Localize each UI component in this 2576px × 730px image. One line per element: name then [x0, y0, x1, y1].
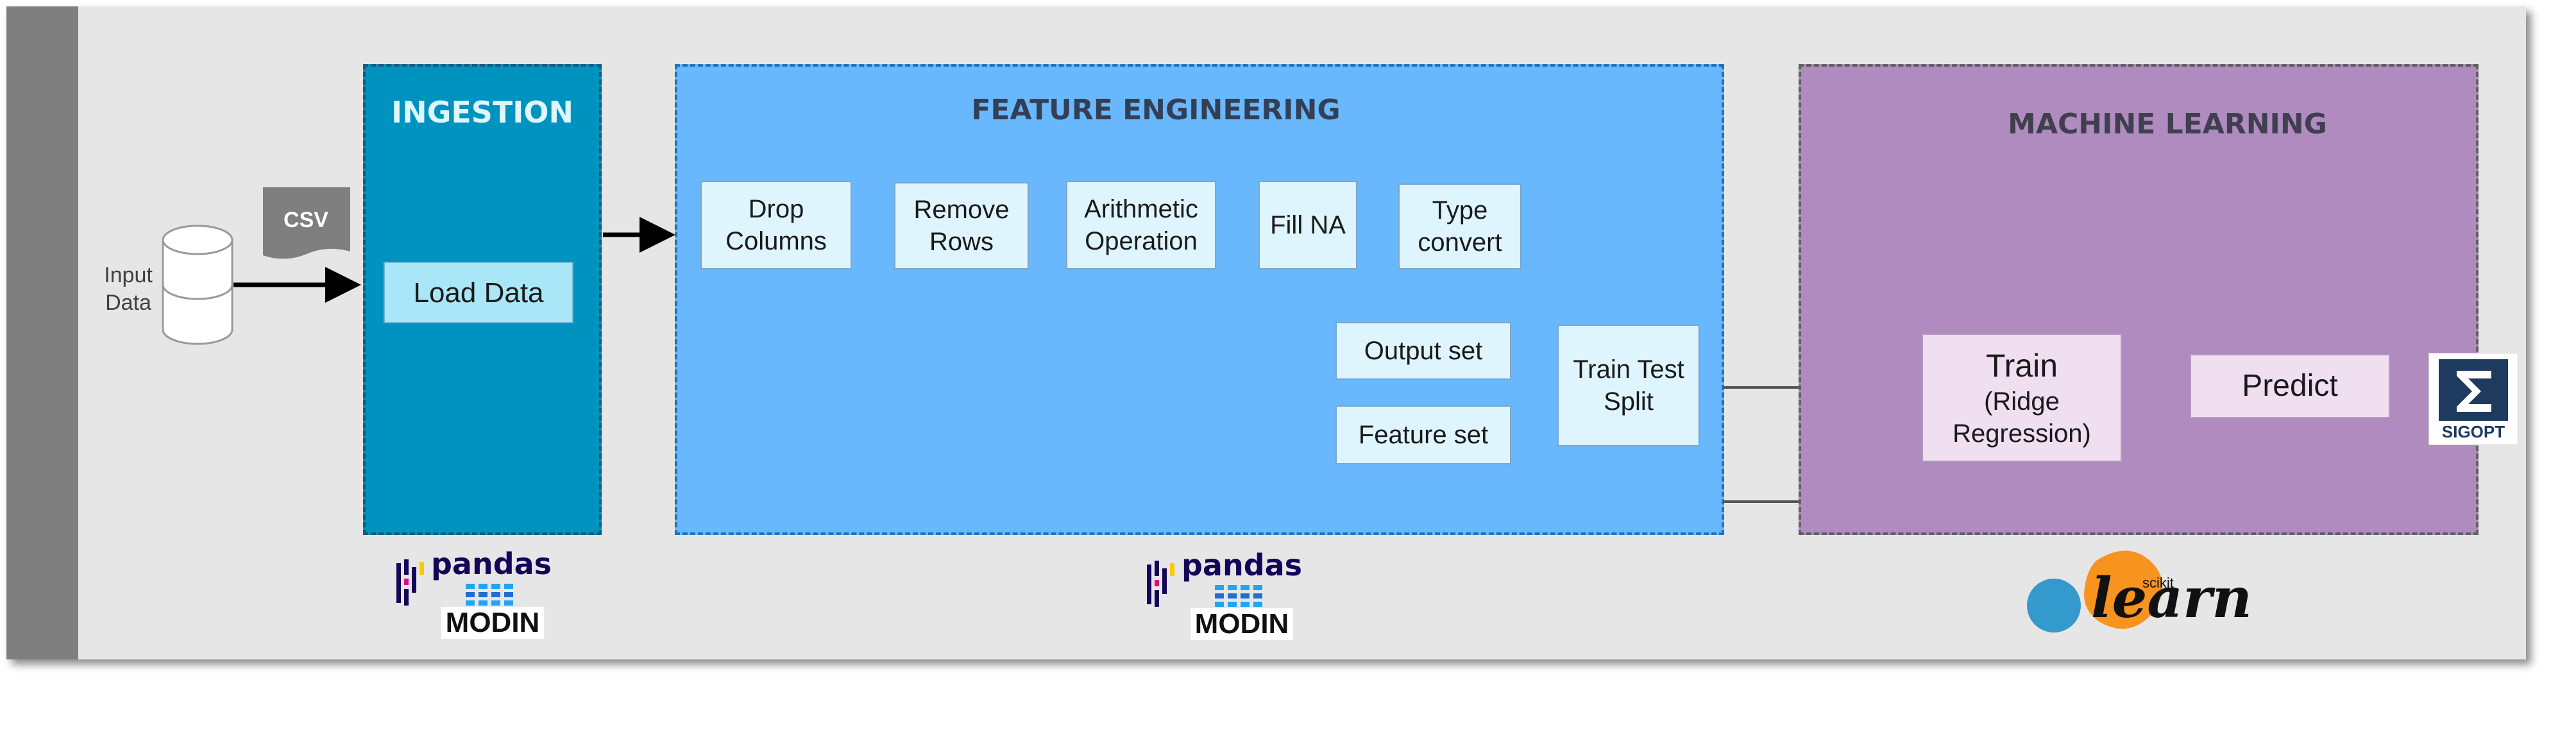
machine-learning-section: [1799, 64, 2479, 535]
machine-learning-title: MACHINE LEARNING: [2008, 108, 2327, 140]
modin-logo-icon: [466, 584, 513, 606]
step-type-convert: Type convert: [1398, 183, 1521, 269]
train-node: Train (Ridge Regression): [1922, 334, 2122, 462]
predict-node: Predict: [2190, 354, 2390, 418]
step-arithmetic-operation: Arithmetic Operation: [1066, 181, 1216, 269]
feature-engineering-title: FEATURE ENGINEERING: [971, 94, 1341, 126]
sigopt-sigma-icon: [2439, 359, 2508, 421]
scikit-learn-text: learn: [2091, 566, 2252, 631]
feature-engineering-section: [675, 64, 1724, 535]
scikit-learn-logo-icon: [2027, 550, 2163, 632]
feature-set-node: Feature set: [1335, 405, 1511, 464]
modin-logo-text: MODIN: [1191, 608, 1293, 640]
pandas-logo-text: pandas: [431, 547, 552, 581]
left-sidebar-strip: [6, 6, 78, 659]
train-model-label: (Ridge Regression): [1953, 387, 2091, 448]
ingestion-title: INGESTION: [391, 95, 574, 130]
input-data-label: Input Data: [104, 263, 153, 315]
modin-logo-icon: [1215, 585, 1262, 607]
train-test-split-node: Train Test Split: [1557, 325, 1700, 446]
database-icon: [162, 225, 233, 345]
pandas-logo-icon: [1147, 561, 1174, 607]
csv-file-label: CSV: [284, 208, 328, 232]
pandas-logo-text: pandas: [1182, 548, 1303, 582]
pandas-logo-icon: [396, 559, 424, 606]
sigopt-label: SIGOPT: [2441, 422, 2505, 441]
output-set-node: Output set: [1335, 322, 1511, 380]
train-label: Train: [1985, 347, 2058, 384]
modin-logo-text: MODIN: [441, 607, 544, 639]
csv-file-icon: [263, 187, 350, 259]
scikit-learn-small-text: scikit: [2142, 575, 2174, 591]
load-data-node: Load Data: [384, 262, 573, 323]
step-drop-columns: Drop Columns: [700, 181, 852, 269]
step-fill-na: Fill NA: [1258, 181, 1357, 269]
step-remove-rows: Remove Rows: [894, 182, 1029, 269]
